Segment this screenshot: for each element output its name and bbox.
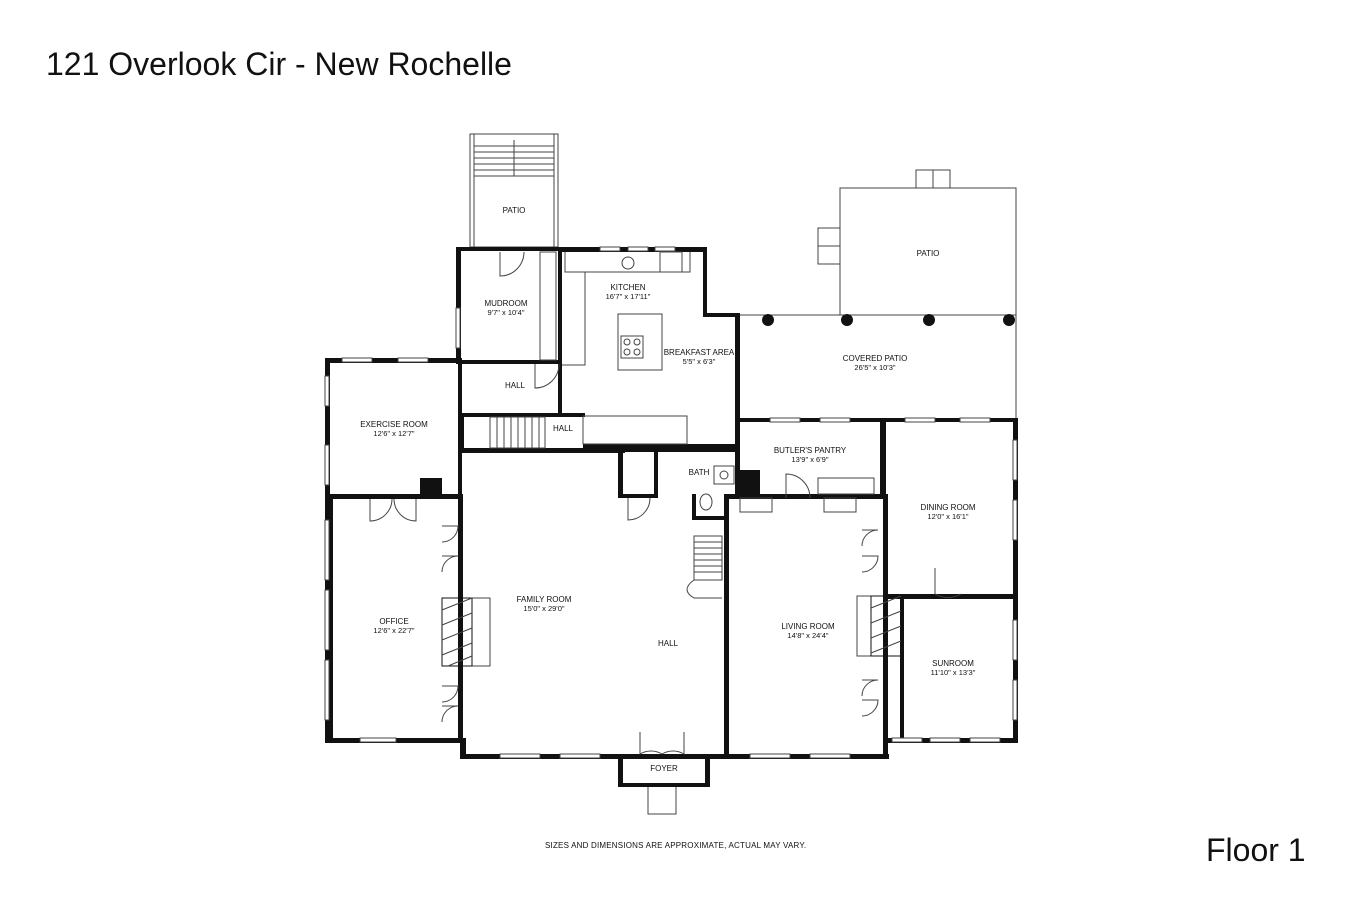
stairs-icon [489,416,546,449]
patio-right [817,169,1017,316]
room-dim-living: 14'8" x 24'4" [787,631,828,640]
room-name-hall-small: HALL [553,424,574,433]
room-name-patio-left: PATIO [503,206,526,215]
room-name-covered-patio: COVERED PATIO [843,354,908,363]
room-name-hall-upper: HALL [505,381,526,390]
doors [369,251,962,815]
fixtures [441,251,902,667]
disclaimer-text: SIZES AND DIMENSIONS ARE APPROXIMATE, AC… [545,841,807,850]
room-labels: PATIO PATIO MUDROOM 9'7" x 10'4" KITCHEN… [360,206,976,773]
walls [325,247,1018,787]
room-dim-exercise: 12'6" x 12'7" [373,429,414,438]
room-name-living: LIVING ROOM [781,622,835,631]
room-dim-breakfast: 5'5" x 6'3" [683,357,716,366]
windows [324,246,1018,759]
room-name-bath: BATH [689,468,710,477]
fireplace-hatch [870,595,902,657]
patio-left [469,133,559,248]
room-name-sunroom: SUNROOM [932,659,974,668]
room-dim-office: 12'6" x 22'7" [373,626,414,635]
stairs-icon [686,535,723,599]
room-name-patio-right: PATIO [917,249,940,258]
room-name-butlers: BUTLER'S PANTRY [774,446,847,455]
room-dim-sunroom: 11'10" x 13'3" [931,668,976,677]
page-title: 121 Overlook Cir - New Rochelle [46,46,512,82]
room-dim-dining: 12'0" x 16'1" [927,512,968,521]
room-name-office: OFFICE [379,617,408,626]
room-name-breakfast: BREAKFAST AREA [664,348,735,357]
room-name-mudroom: MUDROOM [484,299,527,308]
room-dim-mudroom: 9'7" x 10'4" [488,308,525,317]
room-dim-family: 15'0" x 29'0" [523,604,564,613]
room-dim-butlers: 13'9" x 6'9" [792,455,829,464]
room-name-family: FAMILY ROOM [517,595,572,604]
room-name-foyer: FOYER [650,764,678,773]
room-dim-kitchen: 16'7" x 17'11" [606,292,651,301]
fireplace-hatch [441,597,473,667]
room-dim-covered-patio: 26'5" x 10'3" [854,363,895,372]
floor-label: Floor 1 [1206,832,1306,868]
room-name-dining: DINING ROOM [920,503,975,512]
room-name-exercise: EXERCISE ROOM [360,420,428,429]
room-name-hall-center: HALL [658,639,679,648]
stairs-icon [474,140,554,177]
room-name-kitchen: KITCHEN [610,283,645,292]
